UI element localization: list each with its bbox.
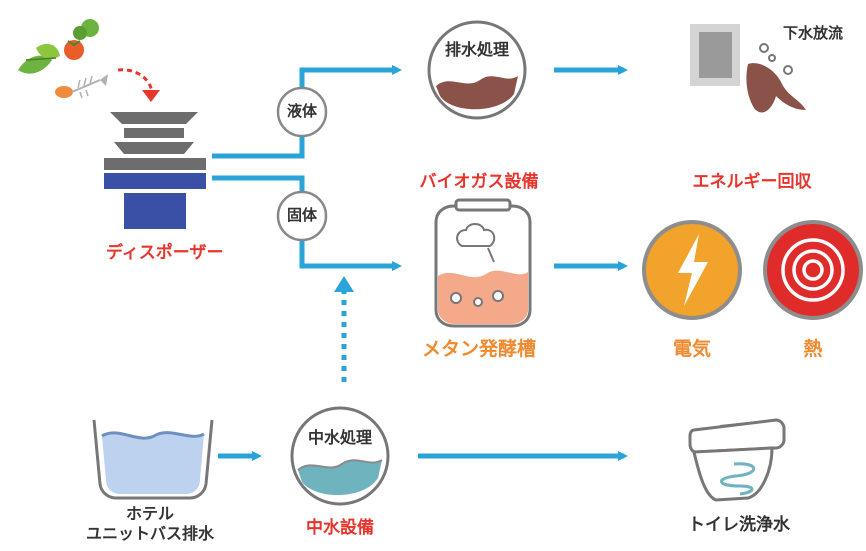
greywater-treatment-label: 中水処理 [307,428,372,447]
garbage-disposer-icon [104,112,206,229]
electricity-label: 電気 [672,338,711,360]
methane-fermentation-tank-icon [434,198,532,328]
flow-lines [212,65,628,461]
toilet-flush-label: トイレ洗浄水 [688,515,790,535]
liquid-node [276,86,328,138]
hotel-label-line1: ホテル [125,504,174,523]
hotel-label-line2: ユニットバス排水 [85,524,214,543]
biogas-facility-label: バイオガス設備 [419,172,539,192]
heat-label: 熱 [803,338,823,360]
lightning-bolt-icon [642,220,742,320]
greywater-treatment-icon [290,406,390,506]
sewer-discharge-icon [690,24,806,113]
disposer-label: ディスポーザー [106,243,224,263]
energy-recovery-label: エネルギー回収 [692,172,812,192]
dotted-arrow-head [334,276,354,292]
sewage-treatment-icon [427,20,527,120]
heat-rings-icon [763,220,863,320]
food-input-arrow [117,68,160,102]
toilet-icon [688,418,786,502]
liquid-label: 液体 [286,102,317,120]
wastewater-treatment-label: 排水処理 [444,40,509,59]
solid-label: 固体 [286,206,317,224]
sewer-discharge-label: 下水放流 [783,24,844,42]
solid-node [276,190,328,242]
methane-tank-label: メタン発酵槽 [421,338,536,360]
food-scraps-icon [18,19,108,99]
greywater-facility-label: 中水設備 [306,518,374,538]
bathtub-icon [92,419,214,500]
